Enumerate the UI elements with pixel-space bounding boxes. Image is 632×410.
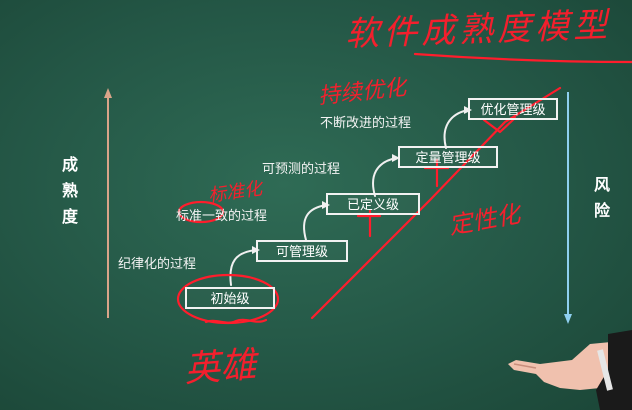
transition-disciplined: 纪律化的过程 [118,257,197,272]
transition-standard: 标准一致的过程 [176,209,268,224]
risk-arrowhead [564,314,572,324]
red-squiggle [204,318,268,324]
level-managed: 可管理级 [256,240,348,262]
handwritten-bottom-note: 英雄 [182,344,258,391]
curve-arrow-1 [229,249,257,286]
red-mark-3 [482,116,517,134]
red-trend-line [310,86,562,320]
red-title-underline [413,52,632,64]
level-optimizing: 优化管理级 [468,98,558,120]
red-circle-standard [177,200,225,224]
level-initial: 初始级 [185,287,275,309]
risk-label: 风 险 [593,175,610,220]
curve-arrow-4 [443,109,469,149]
level-quantitative: 定量管理级 [398,146,498,168]
transition-predictable: 可预测的过程 [262,162,341,177]
red-mark-2 [423,158,450,188]
pointing-hand-icon [508,330,632,410]
level-defined: 已定义级 [326,193,420,215]
maturity-arrowhead [104,88,112,98]
maturity-label: 成 熟 度 [61,155,78,226]
curve-arrow-2 [303,204,327,241]
transition-improving: 不断改进的过程 [320,116,412,131]
curve-arrow-3 [372,157,397,197]
